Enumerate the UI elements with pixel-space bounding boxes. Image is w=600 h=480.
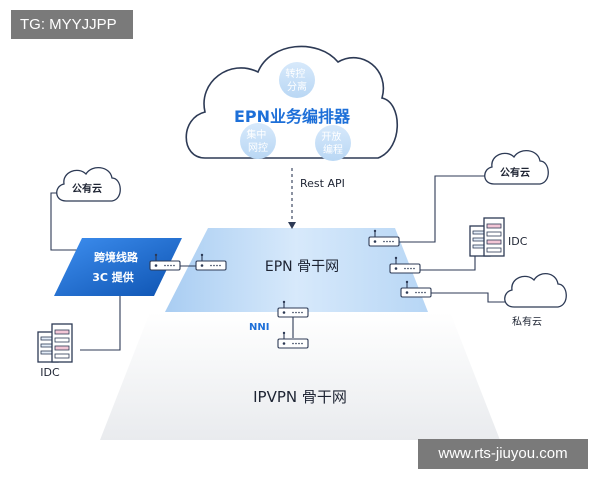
- bubble-label-central-control-line2: 网控: [248, 141, 268, 154]
- nni-label: NNI: [249, 322, 269, 333]
- link-idc-left: [80, 295, 121, 351]
- private-cloud-label: 私有云: [512, 315, 542, 328]
- cloud-icon: [56, 167, 121, 202]
- cross-border-panel: 跨境线路 3C 提供: [54, 238, 182, 296]
- bubble-central-control: [240, 123, 276, 159]
- bubble-label-control-separation: 转控 分离: [285, 67, 308, 93]
- watermark-bottom: www.rts-jiuyou.com: [418, 439, 588, 469]
- public-cloud-left: 公有云: [56, 167, 121, 202]
- idc-left-label: IDC: [40, 366, 60, 379]
- bubble-open-programming: [315, 125, 351, 161]
- cross-border-line1: 跨境线路: [94, 250, 139, 264]
- bubble-label-open-programming: 开放 编程: [321, 130, 344, 156]
- server-icon: [469, 217, 505, 257]
- link-router-public-cloud-right: [398, 175, 488, 243]
- rest-api-arrowhead: [288, 222, 296, 229]
- rest-api-label: Rest API: [300, 177, 345, 190]
- ipvpn-backbone-label: IPVPN 骨干网: [253, 388, 347, 406]
- cross-border-line2: 3C 提供: [92, 270, 134, 284]
- orchestrator-title: EPN业务编排器: [234, 107, 351, 126]
- server-icon: [37, 323, 73, 363]
- public-cloud-right: 公有云: [484, 150, 549, 185]
- bubble-label-control-separation-line2: 分离: [287, 80, 307, 93]
- bubble-label-open-programming-line2: 编程: [323, 143, 343, 156]
- public-cloud-right-label: 公有云: [500, 166, 530, 179]
- cloud-icon: [484, 150, 549, 185]
- ipvpn-backbone-plane: IPVPN 骨干网: [100, 312, 500, 440]
- bubble-label-central-control-line1: 集中: [246, 128, 266, 141]
- bubble-label-open-programming-line1: 开放: [321, 130, 341, 143]
- cloud-icon: [504, 273, 567, 308]
- bubble-label-central-control: 集中 网控: [246, 128, 269, 154]
- link-router-private-cloud: [431, 292, 508, 303]
- epn-backbone-plane: EPN 骨干网: [165, 228, 428, 312]
- idc-right: IDC: [469, 217, 528, 257]
- orchestrator-cloud: 转控 分离 集中 网控 开放 编程 EPN业务编排器: [185, 45, 399, 161]
- idc-left: IDC: [37, 323, 73, 379]
- bubble-label-control-separation-line1: 转控: [285, 67, 305, 80]
- private-cloud: 私有云: [504, 273, 567, 328]
- bubble-control-separation: [279, 62, 315, 98]
- watermark-top: TG: MYYJJPP: [11, 10, 133, 39]
- epn-backbone-label: EPN 骨干网: [265, 259, 339, 275]
- idc-right-label: IDC: [508, 235, 528, 248]
- public-cloud-left-label: 公有云: [72, 182, 102, 195]
